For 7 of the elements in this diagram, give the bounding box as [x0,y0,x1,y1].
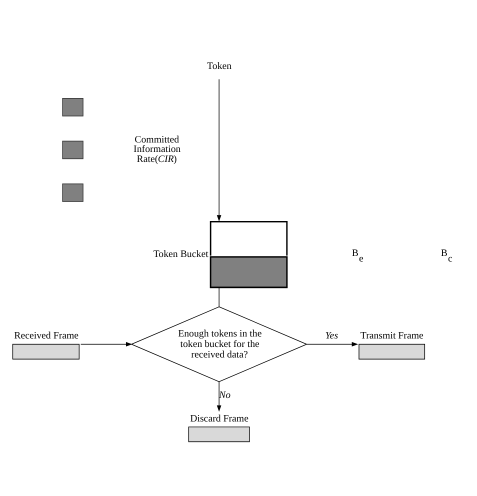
node-label: Transmit Frame [360,330,424,342]
node-text: Token [207,60,232,72]
label: Committed Information Rate(CIR) [134,134,181,165]
edge-label: Yes [325,330,338,342]
node-label: Discard Frame [190,412,249,424]
node-label: Received Frame [14,330,79,342]
node-label: Token Bucket [153,248,208,260]
